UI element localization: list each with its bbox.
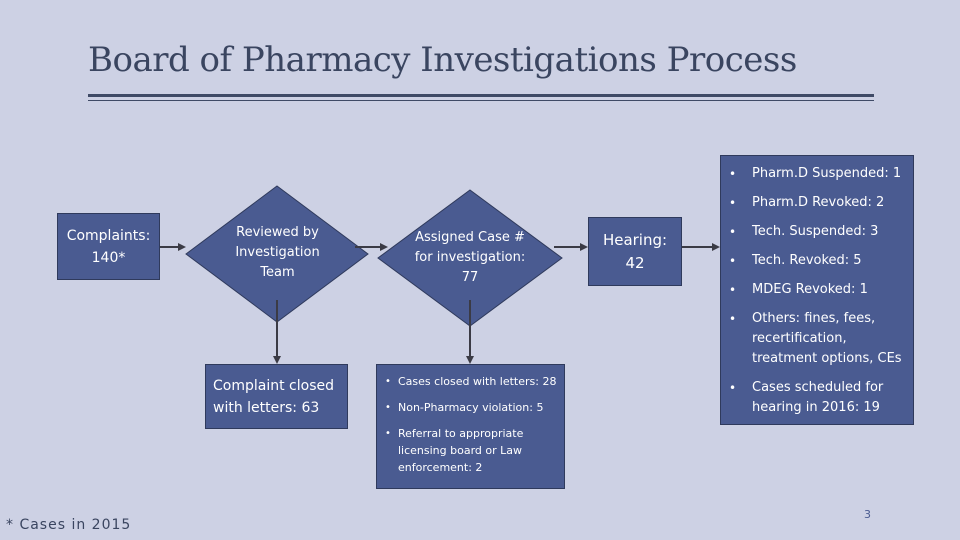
complaints-box: Complaints: 140* (57, 213, 160, 280)
hearing-count: 42 (625, 253, 645, 272)
title-rule-thick (88, 94, 874, 97)
assigned-count: 77 (461, 270, 479, 285)
hearing-box: Hearing: 42 (588, 217, 682, 286)
list-item: Cases scheduled for hearing in 2016: 19 (729, 378, 907, 418)
complaint-closed-box: Complaint closed with letters: 63 (205, 364, 348, 429)
list-item: Tech. Suspended: 3 (729, 222, 907, 242)
page-number: 3 (864, 508, 871, 521)
page-title: Board of Pharmacy Investigations Process (88, 40, 797, 80)
list-item: Others: fines, fees, recertification, tr… (729, 309, 907, 369)
complaint-closed-line-1: Complaint closed (213, 378, 334, 394)
list-item: Referral to appropriate licensing board … (385, 425, 558, 476)
reviewed-text: Reviewed by Investigation Team (215, 218, 340, 288)
list-item: Pharm.D Revoked: 2 (729, 193, 907, 213)
assigned-text: Assigned Case # for investigation: 77 (405, 222, 535, 294)
complaints-label: Complaints: (66, 227, 151, 244)
assigned-line-1: Assigned Case # (415, 230, 525, 245)
reviewed-line-3: Team (260, 265, 295, 280)
assigned-line-2: for investigation: (414, 250, 526, 265)
footnote: * Cases in 2015 (6, 517, 132, 533)
list-item: MDEG Revoked: 1 (729, 280, 907, 300)
list-item: Pharm.D Suspended: 1 (729, 164, 907, 184)
hearing-outcomes-list: Pharm.D Suspended: 1 Pharm.D Revoked: 2 … (729, 164, 907, 418)
reviewed-line-1: Reviewed by (236, 225, 319, 240)
case-outcomes-box: Cases closed with letters: 28 Non-Pharma… (376, 364, 565, 489)
list-item: Tech. Revoked: 5 (729, 251, 907, 271)
title-rule-thin (88, 100, 874, 101)
list-item: Non-Pharmacy violation: 5 (385, 399, 558, 416)
case-outcomes-list: Cases closed with letters: 28 Non-Pharma… (385, 373, 558, 476)
reviewed-line-2: Investigation (235, 245, 320, 260)
hearing-outcomes-box: Pharm.D Suspended: 1 Pharm.D Revoked: 2 … (720, 155, 914, 425)
hearing-label: Hearing: (602, 230, 668, 249)
complaints-count: 140* (91, 249, 126, 266)
list-item: Cases closed with letters: 28 (385, 373, 558, 390)
complaint-closed-line-2: with letters: 63 (213, 400, 320, 416)
